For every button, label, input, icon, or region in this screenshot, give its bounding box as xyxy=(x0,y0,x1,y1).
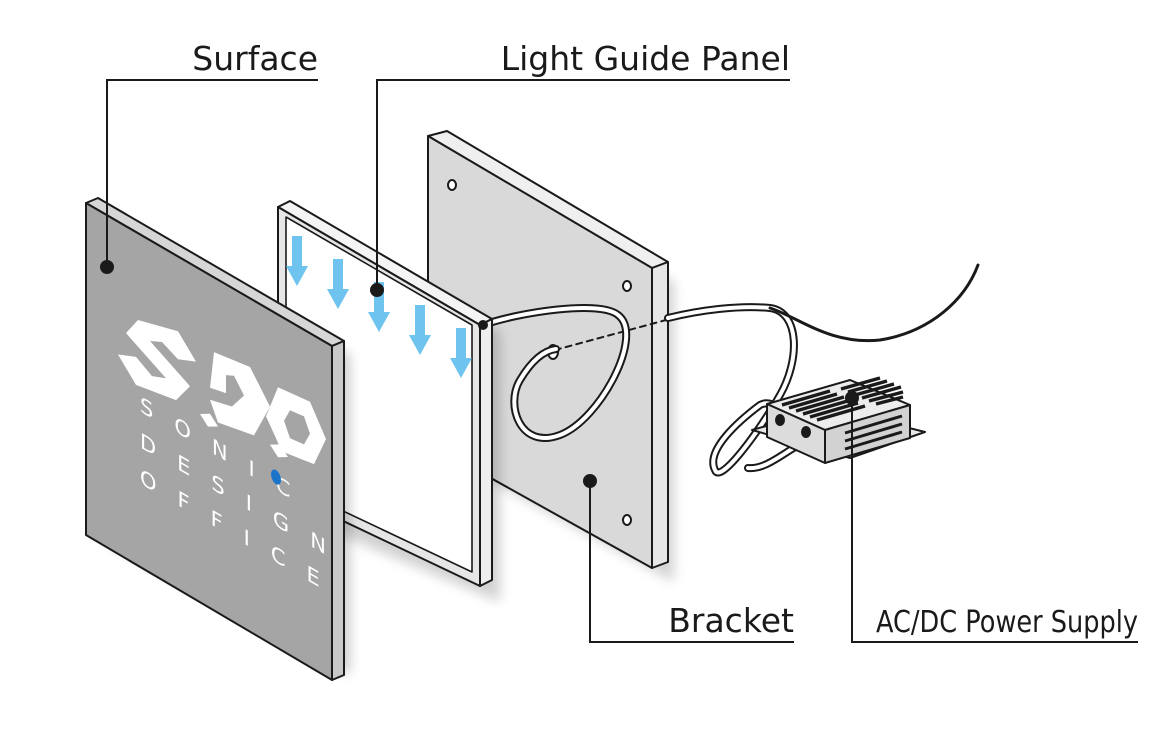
callout-dots xyxy=(100,260,859,488)
bracket-leader xyxy=(589,481,794,643)
power-supply-marker xyxy=(845,391,859,405)
surface-marker xyxy=(100,260,114,274)
light-arrow xyxy=(327,259,349,309)
light-arrow xyxy=(368,282,390,332)
light-guide-panel-leader xyxy=(376,79,790,290)
light-arrow xyxy=(286,236,308,286)
mounting-hole xyxy=(622,514,632,526)
light-guide-panel-label: Light Guide Panel xyxy=(501,39,790,78)
cable-grommet xyxy=(801,426,811,438)
power-cable xyxy=(479,263,980,477)
light-arrow xyxy=(409,305,431,355)
bracket-label: Bracket xyxy=(668,601,794,640)
cable-grommet xyxy=(775,414,785,426)
bracket-marker xyxy=(583,474,597,488)
light-guide-panel-marker xyxy=(370,283,384,297)
light-arrow xyxy=(450,328,472,378)
logo-mark xyxy=(118,320,326,465)
power-supply xyxy=(751,376,926,464)
power-supply-leader xyxy=(851,398,1138,643)
callout-lines xyxy=(106,79,1138,643)
mounting-hole xyxy=(622,280,632,292)
mounting-hole xyxy=(447,179,457,191)
surface: SONIC DESIGN OFFICE xyxy=(85,197,350,681)
surface-label: Surface xyxy=(192,39,318,78)
logo-dot xyxy=(271,469,281,485)
surface-leader xyxy=(106,79,318,267)
power-supply-label: AC/DC Power Supply xyxy=(876,605,1138,640)
